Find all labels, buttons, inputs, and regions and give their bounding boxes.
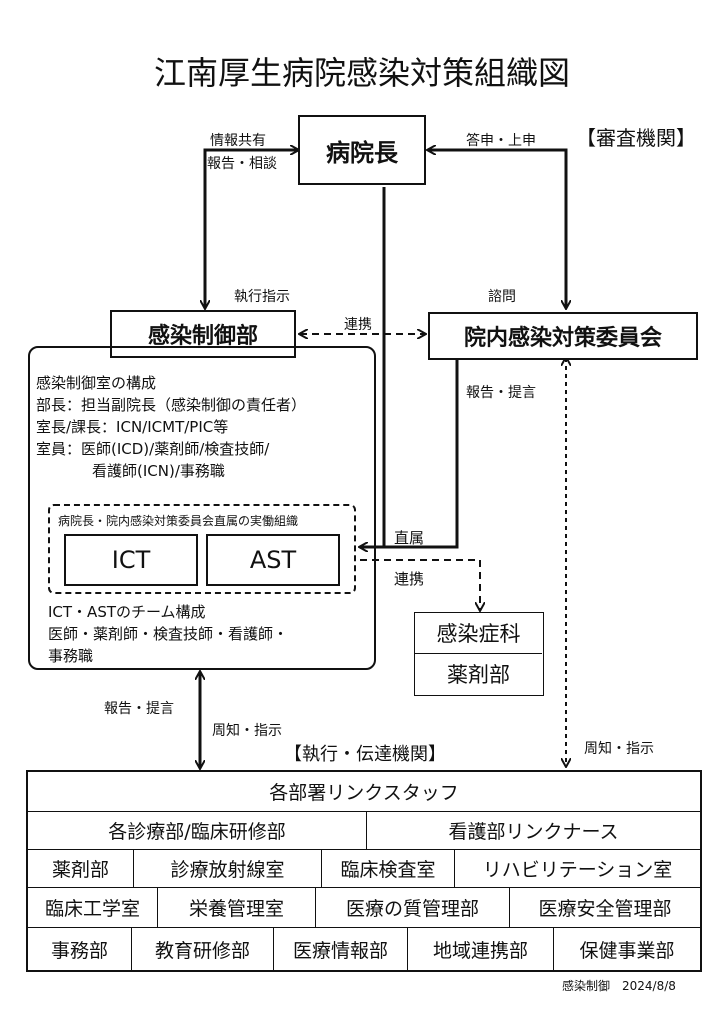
link-cell: 教育研修部 xyxy=(132,928,274,970)
director-box: 病院長 xyxy=(298,115,426,185)
link-cell: 栄養管理室 xyxy=(158,888,316,928)
team-line-1: ICT・ASTのチーム構成 xyxy=(48,603,206,621)
icd-panel-line-1: 感染制御室の構成 xyxy=(36,374,157,392)
label-report-submit: 答申・上申 xyxy=(466,133,536,149)
line-committee-direct xyxy=(360,360,459,547)
link-cell: 事務部 xyxy=(28,928,132,970)
teams-caption: 病院長・院内感染対策委員会直属の実働組織 xyxy=(58,514,299,528)
link-cell: 医療の質管理部 xyxy=(316,888,510,928)
team-line-3: 事務職 xyxy=(48,647,94,665)
link-cell: 看護部リンクナース xyxy=(367,812,700,850)
dept-pharmacy: 薬剤部 xyxy=(447,663,510,687)
executive-label: 【執行・伝達機関】 xyxy=(284,744,446,765)
link-cell: 地域連携部 xyxy=(408,928,554,970)
link-staff-table: 各部署リンクスタッフ 各診療部/臨床研修部 看護部リンクナース 薬剤部 診療放射… xyxy=(26,770,702,972)
icd-panel-line-3: 室長/課長：ICN/ICMT/PIC等 xyxy=(36,418,229,436)
link-cell: リハビリテーション室 xyxy=(455,850,700,888)
team-line-2: 医師・薬剤師・検査技師・看護師・ xyxy=(48,625,289,643)
link-cell: 医療安全管理部 xyxy=(510,888,700,928)
link-staff-header: 各部署リンクスタッフ xyxy=(28,772,700,812)
committee-box: 院内感染対策委員会 xyxy=(428,312,698,360)
footer-note: 感染制御 2024/8/8 xyxy=(562,979,676,993)
ast-box: AST xyxy=(206,534,340,586)
icd-panel xyxy=(28,346,376,670)
label-report-consult: 報告・相談 xyxy=(207,156,277,172)
label-report-propose2: 報告・提言 xyxy=(104,701,174,717)
link-cell: 保健事業部 xyxy=(579,939,675,962)
arrow-director-icd xyxy=(205,150,298,308)
label-notify2: 周知・指示 xyxy=(584,741,654,757)
link-cell: 臨床検査室 xyxy=(322,850,455,888)
label-coop1: 連携 xyxy=(344,317,372,333)
deliberative-label: 【審査機関】 xyxy=(576,126,696,150)
link-cell: 各診療部/臨床研修部 xyxy=(28,812,367,850)
label-notify1: 周知・指示 xyxy=(212,723,282,739)
icd-panel-line-5: 看護師(ICN)/事務職 xyxy=(92,462,225,480)
label-info-share: 情報共有 xyxy=(210,133,266,149)
label-report-propose1: 報告・提言 xyxy=(466,385,536,401)
page-title: 江南厚生病院感染対策組織図 xyxy=(153,54,570,92)
teams-frame xyxy=(48,504,356,594)
link-cell: 臨床工学室 xyxy=(28,888,158,928)
label-exec-instruction: 執行指示 xyxy=(234,289,290,305)
link-cell: 薬剤部 xyxy=(28,850,134,888)
side-boxes: 感染症科 薬剤部 xyxy=(414,612,544,696)
dept-infectious-disease: 感染症科 xyxy=(415,613,542,654)
icd-panel-line-4: 室員：医師(ICD)/薬剤師/検査技師/ xyxy=(36,440,270,458)
arrow-coop-teams-dept xyxy=(360,559,480,610)
label-consult: 諮問 xyxy=(488,289,516,305)
icd-dept-box: 感染制御部 xyxy=(110,310,296,358)
icd-panel-line-2: 部長：担当副院長（感染制御の責任者） xyxy=(36,396,307,414)
label-direct: 直属 xyxy=(394,529,425,547)
label-coop2: 連携 xyxy=(394,570,425,588)
link-cell: 診療放射線室 xyxy=(134,850,322,888)
ict-box: ICT xyxy=(64,534,198,586)
link-cell: 医療情報部 xyxy=(274,928,408,970)
arrow-director-committee xyxy=(428,150,566,308)
